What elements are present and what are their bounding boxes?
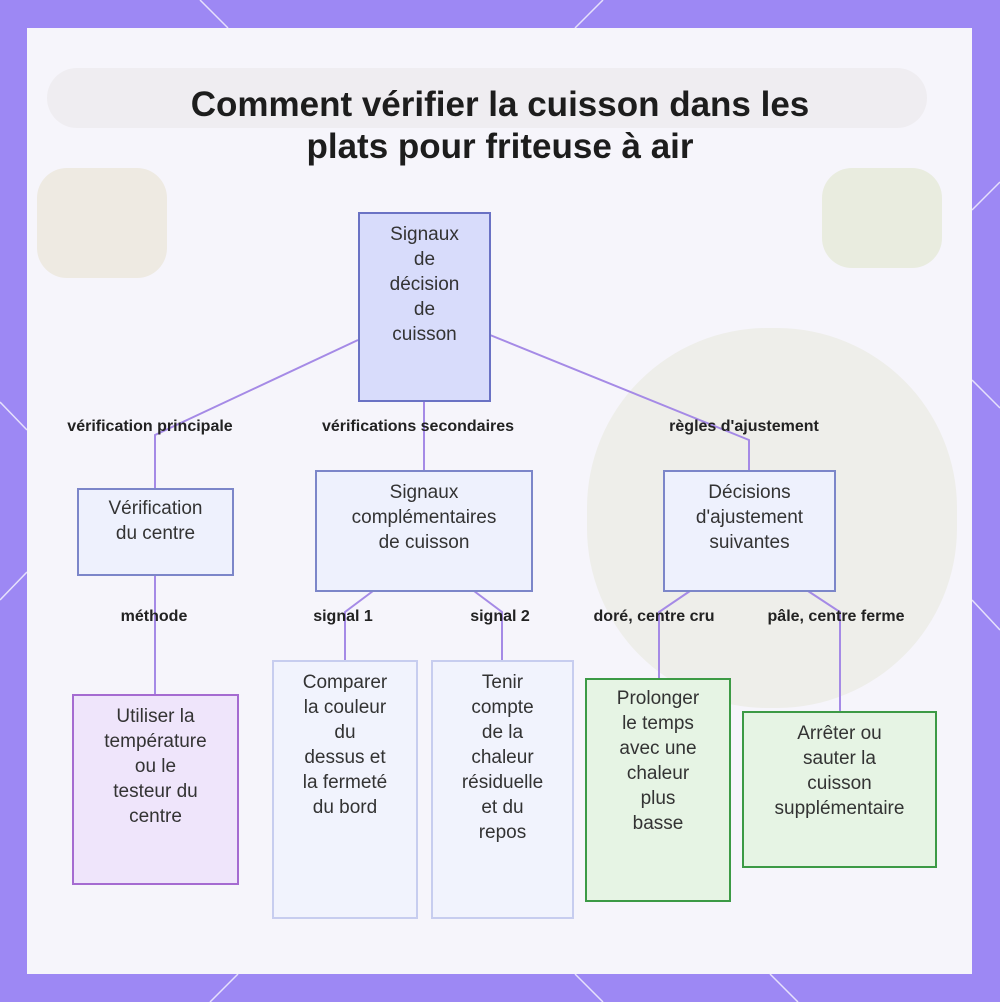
edge-main-check [154,339,359,488]
root-node: Signaux de décision de cuisson [358,212,491,402]
background-shape [822,168,942,268]
thermometer-node: Utiliser la température ou le testeur du… [72,694,239,885]
edge-signal-1 [344,590,374,660]
edge-signal-2 [473,590,503,660]
title-line-2: plats pour friteuse à air [306,127,694,166]
center-check-label: Vérification du centre [108,498,203,544]
page-title: Comment vérifier la cuisson dans les pla… [0,84,1000,168]
edge-label-golden-raw: doré, centre cru [593,608,715,625]
stop-cooking-node: Arrêter ou sauter la cuisson supplémenta… [742,711,937,868]
extend-time-node: Prolonger le temps avec une chaleur plus… [585,678,731,902]
color-firmness-node: Comparer la couleur du dessus et la ferm… [272,660,418,919]
complementary-signals-node: Signaux complémentaires de cuisson [315,470,533,592]
edge-label-secondary-checks: vérifications secondaires [321,418,515,435]
background-shape [37,168,167,278]
background-shape [47,68,927,128]
stop-cooking-label: Arrêter ou sauter la cuisson supplémenta… [774,723,905,819]
color-firmness-label: Comparer la couleur du dessus et la ferm… [302,672,388,818]
edge-label-main-check: vérification principale [67,418,233,435]
adjustment-decisions-node: Décisions d'ajustement suivantes [663,470,836,592]
complementary-signals-label: Signaux complémentaires de cuisson [351,482,497,553]
edge-golden-raw [658,590,691,678]
extend-time-label: Prolonger le temps avec une chaleur plus… [616,688,700,834]
edge-label-method: méthode [120,608,188,625]
adjustment-decisions-label: Décisions d'ajustement suivantes [695,482,804,553]
edge-label-pale-firm: pâle, centre ferme [767,608,905,625]
root-node-label: Signaux de décision de cuisson [389,224,460,345]
title-line-1: Comment vérifier la cuisson dans les [190,85,810,124]
edge-pale-firm [807,590,841,712]
edge-adjust-rules [489,334,750,470]
thermometer-label: Utiliser la température ou le testeur du… [104,706,207,827]
center-check-node: Vérification du centre [77,488,234,576]
residual-heat-label: Tenir compte de la chaleur résiduelle et… [461,672,544,843]
edge-label-signal-1: signal 1 [313,608,373,625]
residual-heat-node: Tenir compte de la chaleur résiduelle et… [431,660,574,919]
edge-label-adjust-rules: règles d'ajustement [669,418,819,435]
edge-label-signal-2: signal 2 [470,608,530,625]
